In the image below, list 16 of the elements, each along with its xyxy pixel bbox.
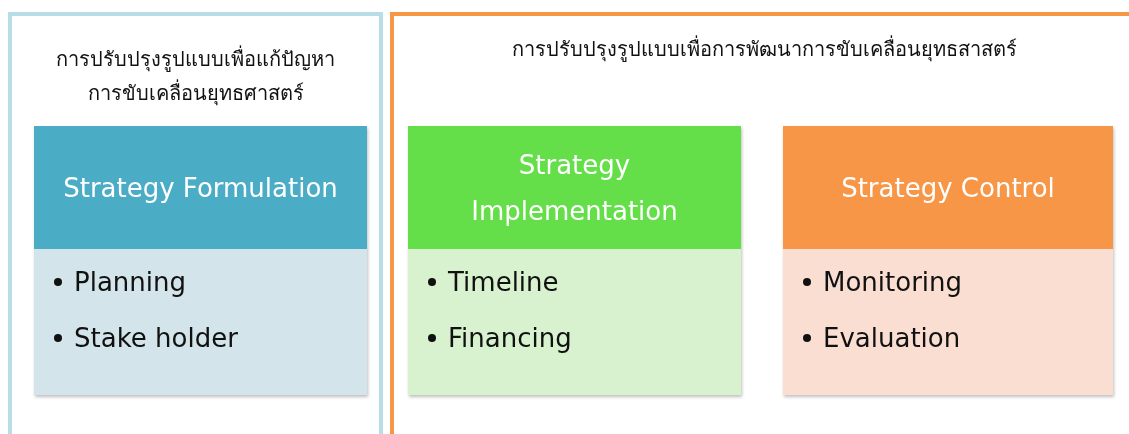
strategy-card [783, 126, 1113, 395]
card-header: Strategy Formulation [34, 126, 367, 249]
section-panel [390, 12, 1129, 434]
card-header: Strategy Control [783, 126, 1113, 249]
card-header: Strategy Implementation [408, 126, 741, 249]
bullet-item: Evaluation [823, 323, 961, 353]
strategy-card [34, 126, 367, 395]
bullet-item: Monitoring [823, 267, 963, 297]
bullet-item: Planning [74, 267, 186, 297]
bullet-item: Timeline [448, 267, 559, 297]
section-panel [8, 12, 383, 434]
bullet-item: Financing [448, 323, 572, 353]
bullet-item: Stake holder [74, 323, 238, 353]
strategy-card [408, 126, 741, 395]
section-heading: การปรับปรุงรูปแบบเพื่อการพัฒนาการขับเคลื่อนยุทธสาสตร์ [511, 34, 1018, 64]
section-heading: การปรับปรุงรูปแบบเพื่อแก้ปัญหา การขับเคลื่อนยุทธศาสตร์ [55, 44, 336, 108]
